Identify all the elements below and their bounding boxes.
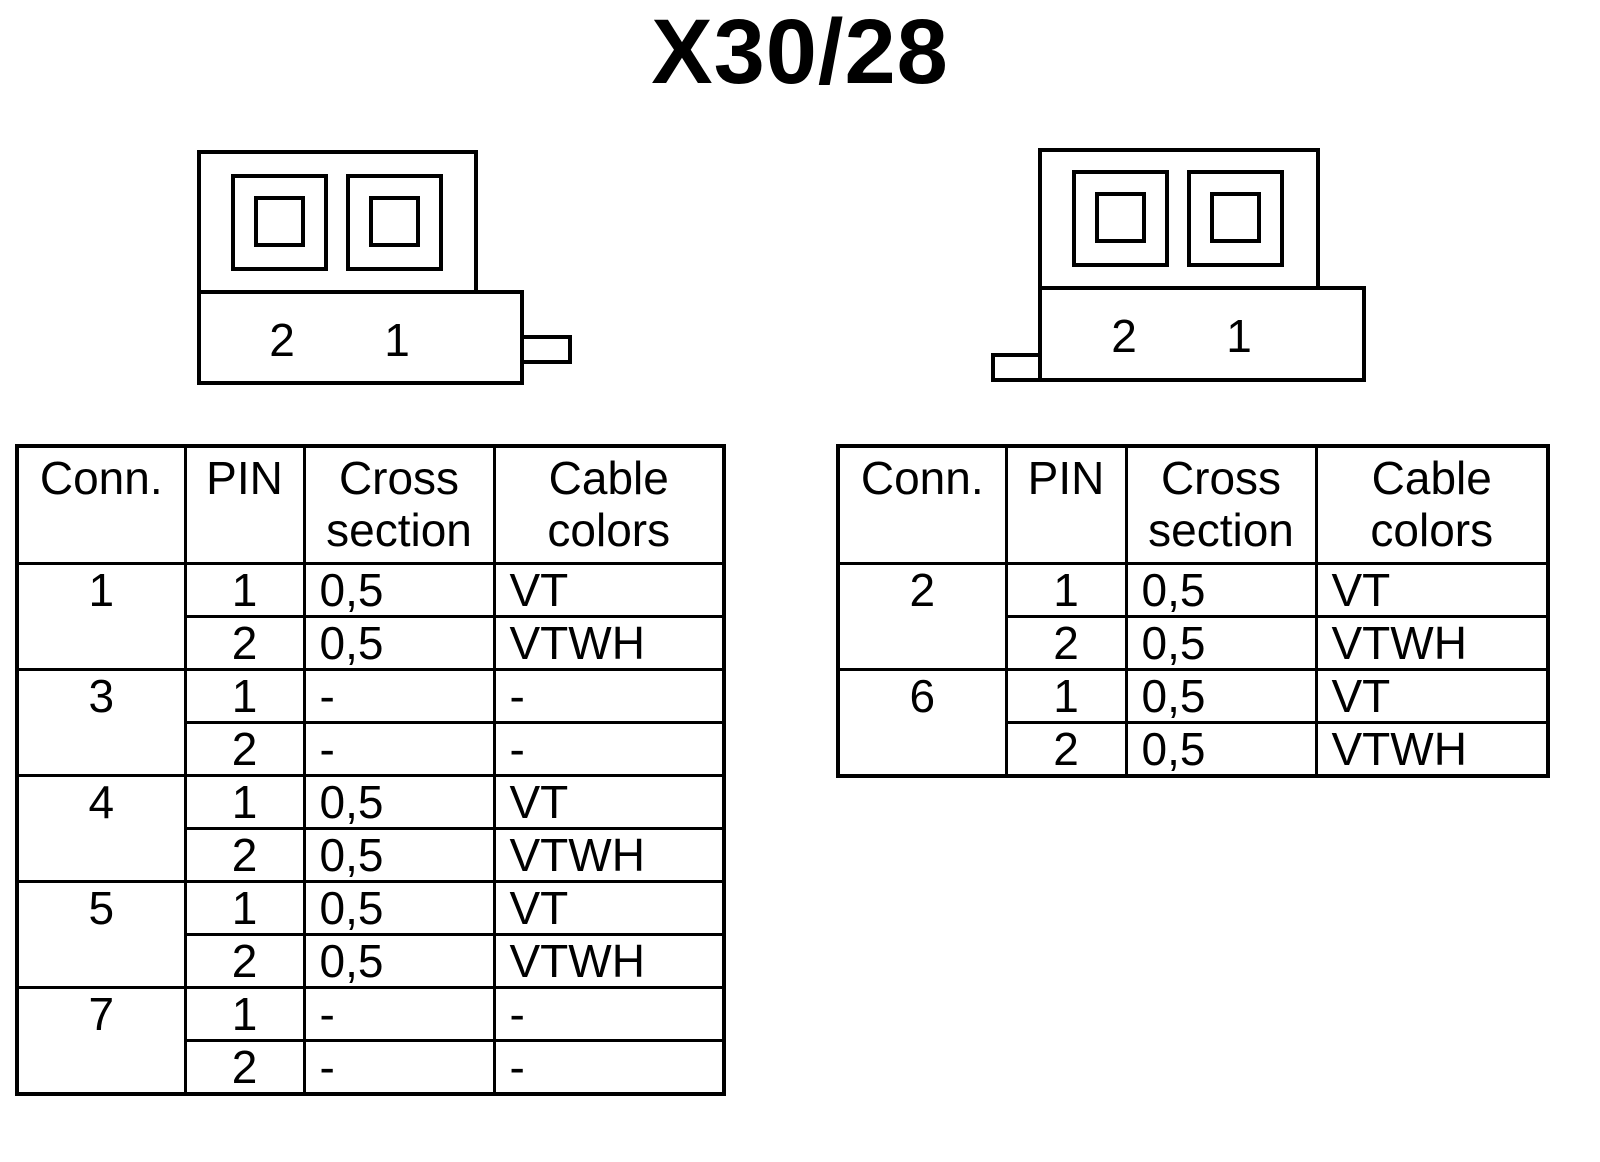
table-row: 2 0,5 VTWH	[17, 615, 726, 671]
connector-left-latch	[520, 335, 572, 364]
conn-cell: 6	[836, 668, 1008, 778]
cable-color-cell: VT	[1314, 562, 1550, 618]
table-row: 3 1 - -	[15, 668, 726, 777]
pin-cell: 1	[183, 986, 306, 1042]
connector-right-cavity-2-inner	[1095, 192, 1146, 243]
cross-section-cell: -	[302, 986, 496, 1042]
pin-cell: 1	[1004, 668, 1128, 724]
conn-cell: 5	[15, 880, 187, 989]
cable-color-cell: VT	[492, 880, 726, 936]
pin-cell: 1	[183, 562, 306, 618]
connector-right-cavity-2-outer	[1072, 170, 1169, 267]
conn-cell: 1	[15, 562, 187, 671]
pin-cell: 2	[1004, 721, 1128, 778]
cable-color-cell: -	[492, 986, 726, 1042]
connector-left-drawing: 2 1	[197, 150, 572, 385]
connector-right-cavity-1-inner	[1210, 192, 1261, 243]
cross-section-cell: -	[302, 1039, 496, 1096]
cable-color-cell: VT	[1314, 668, 1550, 724]
cross-section-cell: -	[302, 668, 496, 724]
table-row: 7 1 - -	[15, 986, 726, 1096]
conn-cell: 4	[15, 774, 187, 883]
connector-left-cavity-1-inner	[369, 196, 420, 247]
cable-color-cell: VTWH	[492, 933, 726, 989]
connector-left-cavity-1-outer	[346, 174, 443, 271]
connector-left-cavity-2-inner	[254, 196, 305, 247]
table-row: 6 1 0,5 VT	[836, 668, 1550, 778]
header-conn: Conn.	[836, 444, 1008, 565]
cross-section-cell: 0,5	[1124, 668, 1318, 724]
pin-cell: 1	[183, 880, 306, 936]
cable-color-cell: VTWH	[1314, 615, 1550, 671]
pin-cell: 2	[183, 1039, 306, 1096]
table-row: 5 1 0,5 VT	[15, 880, 726, 989]
diagram-title: X30/28	[651, 1, 949, 103]
header-pin: PIN	[1004, 444, 1128, 565]
connector-right-drawing: 2 1	[991, 148, 1366, 382]
conn-cell: 3	[15, 668, 187, 777]
cable-color-cell: -	[492, 668, 726, 724]
table-row: 2 0,5 VTWH	[17, 933, 726, 989]
cross-section-cell: 0,5	[1124, 615, 1318, 671]
cross-section-cell: 0,5	[302, 933, 496, 989]
cross-section-cell: 0,5	[302, 827, 496, 883]
cable-color-cell: VT	[492, 562, 726, 618]
cross-section-cell: 0,5	[302, 562, 496, 618]
cross-section-cell: 0,5	[1124, 562, 1318, 618]
connector-left-cavity-2-outer	[231, 174, 328, 271]
header-conn: Conn.	[15, 444, 187, 565]
pin-cell: 1	[183, 668, 306, 724]
pin-cell: 2	[1004, 615, 1128, 671]
connector-left-body	[197, 150, 524, 385]
connector-right-latch	[991, 353, 1042, 382]
pin-cell: 1	[183, 774, 306, 830]
cross-section-cell: 0,5	[1124, 721, 1318, 778]
conn-cell: 7	[15, 986, 187, 1096]
cable-color-cell: VTWH	[492, 615, 726, 671]
cross-section-cell: 0,5	[302, 880, 496, 936]
table-row: 2 1 0,5 VT	[836, 562, 1550, 671]
connector-left-pin-label: 1	[384, 314, 410, 366]
cable-color-cell: -	[492, 1039, 726, 1096]
connector-right-pin-label: 1	[1226, 310, 1252, 362]
pin-cell: 2	[183, 721, 306, 777]
cross-section-cell: -	[302, 721, 496, 777]
table-row: 2 0,5 VTWH	[838, 721, 1550, 778]
cable-color-cell: VTWH	[492, 827, 726, 883]
cable-color-cell: VTWH	[1314, 721, 1550, 778]
connector-left-pin-label: 2	[269, 314, 295, 366]
table-row: 2 - -	[17, 1039, 726, 1096]
cable-color-cell: -	[492, 721, 726, 777]
table-row: 2 0,5 VTWH	[838, 615, 1550, 671]
table-row: 1 1 0,5 VT	[15, 562, 726, 671]
pin-cell: 2	[183, 827, 306, 883]
conn-cell: 2	[836, 562, 1008, 671]
pin-cell: 1	[1004, 562, 1128, 618]
pin-cell: 2	[183, 615, 306, 671]
cross-section-cell: 0,5	[302, 615, 496, 671]
table-row: 2 0,5 VTWH	[17, 827, 726, 883]
cable-color-cell: VT	[492, 774, 726, 830]
table-row: 4 1 0,5 VT	[15, 774, 726, 883]
cross-section-cell: 0,5	[302, 774, 496, 830]
connector-right-cavity-1-outer	[1187, 170, 1284, 267]
table-row: 2 - -	[17, 721, 726, 777]
header-pin: PIN	[183, 444, 306, 565]
pin-cell: 2	[183, 933, 306, 989]
connector-right-pin-label: 2	[1111, 310, 1137, 362]
